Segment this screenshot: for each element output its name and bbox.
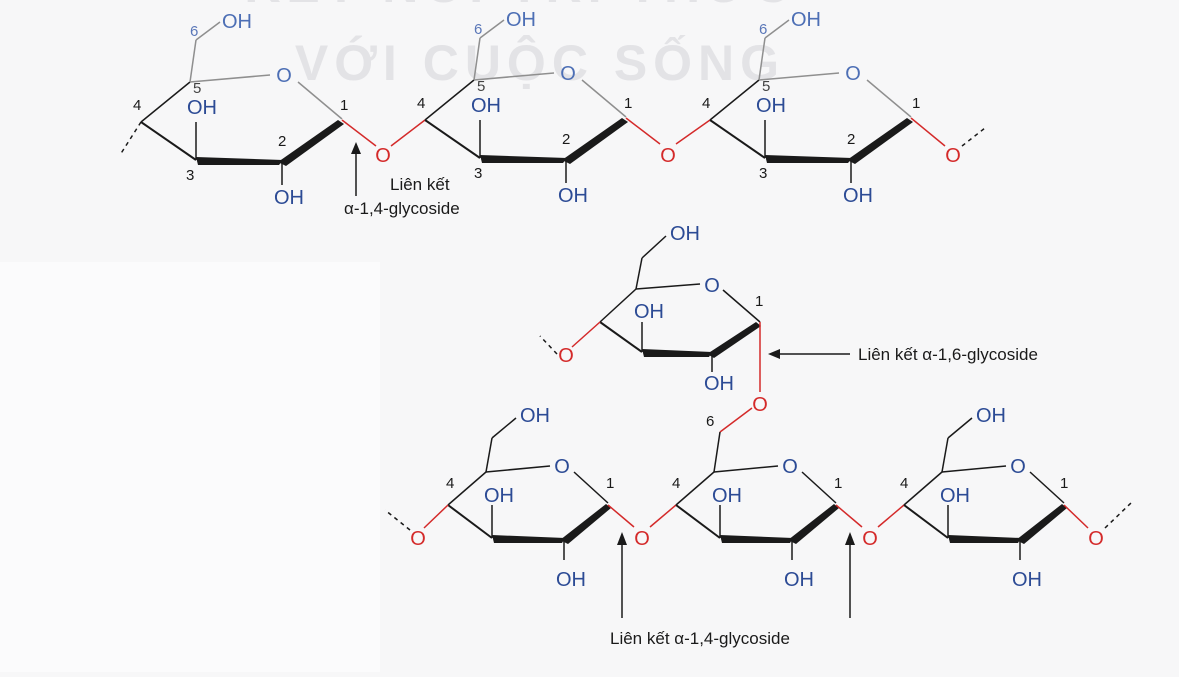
branch-ring-oxygen: O	[704, 275, 720, 297]
top-ring-3: O OH OH OH 6 5 4 1 2 3	[702, 9, 920, 207]
branch-ring: O OH OH OH O 1 O 6 Liên kết α-1,6-glycos…	[539, 223, 1038, 433]
top-bridge-2: O	[625, 117, 711, 167]
bottom-ring-2-oh-c3: OH	[712, 485, 742, 507]
top-bridge-2-oxygen: O	[660, 145, 676, 167]
bottom-bridge-1: O	[607, 504, 677, 550]
branch-ring-num-1: 1	[755, 293, 763, 310]
top-ring-2-oh-c6: OH	[506, 9, 536, 31]
top-bridge-1: O	[341, 119, 426, 167]
top-terminal: O	[910, 117, 986, 167]
top-ring-3-num-5: 5	[762, 78, 770, 95]
top-ring-2-num-1: 1	[624, 95, 632, 112]
bottom-bridge-1-oxygen: O	[634, 528, 650, 550]
bottom-chain: O O OH OH OH 4 1 O O OH OH	[384, 405, 1133, 648]
watermark-line-2: VỚI CUỘC SỐNG	[295, 34, 785, 91]
bottom-ring-3-oh-c3: OH	[940, 485, 970, 507]
lower-panel	[0, 262, 380, 672]
top-chain: O OH OH OH 6 5 4 1 2 3 O	[119, 9, 986, 218]
bottom-ring-1-oxygen: O	[554, 456, 570, 478]
top-ring-2-oxygen: O	[560, 63, 576, 85]
branch-ring-oh-c6: OH	[670, 223, 700, 245]
top-ring-1-num-1: 1	[340, 97, 348, 114]
bottom-ring-2-oh-c2: OH	[784, 569, 814, 591]
top-ring-3-oh-c3: OH	[756, 95, 786, 117]
bottom-ring-3-num-4: 4	[900, 475, 908, 492]
top-ring-1-oh-c3: OH	[187, 97, 217, 119]
bottom-ring-1-oh-c3: OH	[484, 485, 514, 507]
bottom-linkage-label: Liên kết α-1,4-glycoside	[610, 629, 790, 648]
branch-ring-oh-c2: OH	[704, 373, 734, 395]
top-ring-2-oh-c2: OH	[558, 185, 588, 207]
top-ring-3-num-6: 6	[759, 21, 767, 38]
bottom-ring-1-num-1: 1	[606, 475, 614, 492]
bottom-ring-3: O OH OH OH 4 1	[900, 405, 1068, 591]
top-ring-3-oh-c6: OH	[791, 9, 821, 31]
bottom-ring-1-oh-c2: OH	[556, 569, 586, 591]
top-ring-1-oh-c2: OH	[274, 187, 304, 209]
bottom-linkage-annotation: Liên kết α-1,4-glycoside	[610, 532, 855, 648]
bottom-terminal-oxygen: O	[1088, 528, 1104, 550]
top-bridge-1-oxygen: O	[375, 145, 391, 167]
top-ring-1: O OH OH OH 6 5 4 1 2 3	[119, 11, 348, 209]
bottom-ring-2-oxygen: O	[782, 456, 798, 478]
bottom-ring-3-oh-c6: OH	[976, 405, 1006, 427]
bottom-ring-1: O O OH OH OH 4 1	[384, 405, 614, 591]
top-ring-3-oxygen: O	[845, 63, 861, 85]
top-ring-1-num-2: 2	[278, 133, 286, 150]
branch-16-label: Liên kết α-1,6-glycoside	[858, 345, 1038, 364]
bottom-terminal: O	[1063, 501, 1133, 550]
top-ring-1-num-5: 5	[193, 80, 201, 97]
bottom-ring-2-num-1: 1	[834, 475, 842, 492]
top-linkage-annotation: Liên kết α-1,4-glycoside	[344, 142, 460, 218]
watermark-line-1: KẾT NỐI TRI THỨC	[244, 0, 795, 13]
top-ring-3-oh-c2: OH	[843, 185, 873, 207]
bottom-ring-3-oxygen: O	[1010, 456, 1026, 478]
top-ring-2: O OH OH OH 6 5 4 1 2 3	[417, 9, 632, 207]
branch-ring-o4-oxygen: O	[558, 345, 574, 367]
branch-ring-oh-c3: OH	[634, 301, 664, 323]
top-ring-2-num-5: 5	[477, 78, 485, 95]
bottom-ring-3-num-1: 1	[1060, 475, 1068, 492]
branch-num-6: 6	[706, 413, 714, 430]
top-ring-3-num-4: 4	[702, 95, 710, 112]
bottom-ring-1-num-4: 4	[446, 475, 454, 492]
top-ring-2-num-3: 3	[474, 165, 482, 182]
branch-16-oxygen: O	[752, 394, 768, 416]
top-ring-1-num-3: 3	[186, 167, 194, 184]
top-ring-3-num-1: 1	[912, 95, 920, 112]
watermark: KẾT NỐI TRI THỨC VỚI CUỘC SỐNG	[244, 0, 795, 91]
bottom-bridge-2: O	[835, 504, 905, 550]
bottom-bridge-2-oxygen: O	[862, 528, 878, 550]
top-terminal-oxygen: O	[945, 145, 961, 167]
top-ring-2-num-4: 4	[417, 95, 425, 112]
top-ring-3-num-3: 3	[759, 165, 767, 182]
top-linkage-label-line-2: α-1,4-glycoside	[344, 199, 460, 218]
top-ring-2-num-6: 6	[474, 21, 482, 38]
bottom-ring-1-oh-c6: OH	[520, 405, 550, 427]
top-ring-1-oxygen: O	[276, 65, 292, 87]
top-ring-2-num-2: 2	[562, 131, 570, 148]
top-ring-1-oh-c6: OH	[222, 11, 252, 33]
bottom-ring-1-left-oxygen: O	[410, 528, 426, 550]
top-ring-1-num-4: 4	[133, 97, 141, 114]
top-ring-2-oh-c3: OH	[471, 95, 501, 117]
bottom-ring-3-oh-c2: OH	[1012, 569, 1042, 591]
bottom-ring-2: O OH OH 4 1	[672, 431, 842, 591]
top-ring-3-num-2: 2	[847, 131, 855, 148]
bottom-ring-2-num-4: 4	[672, 475, 680, 492]
top-linkage-label-line-1: Liên kết	[390, 175, 450, 194]
top-ring-1-num-6: 6	[190, 23, 198, 40]
